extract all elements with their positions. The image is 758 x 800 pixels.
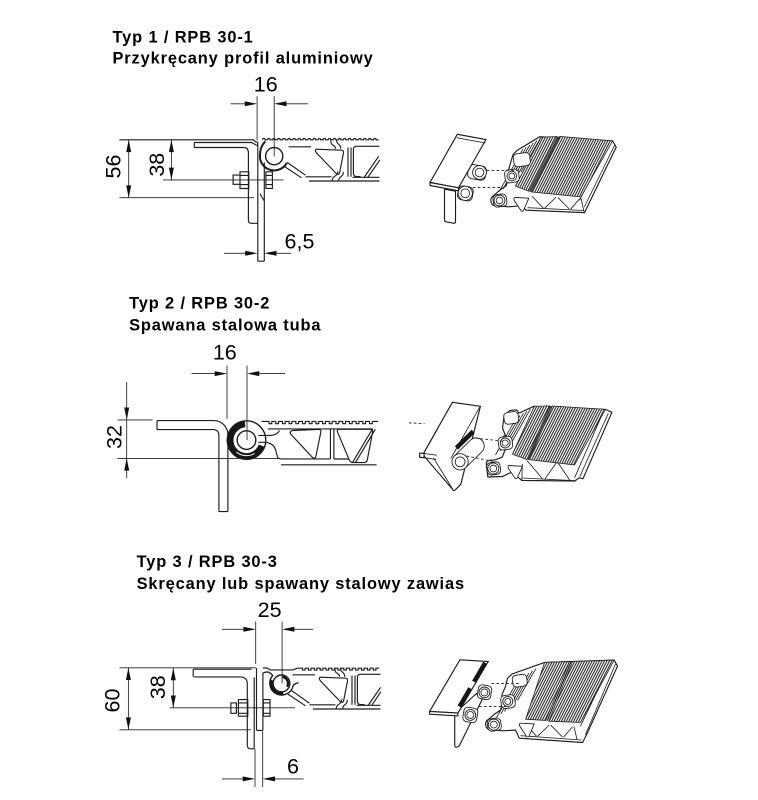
svg-text:Typ 3 / RPB 30-3: Typ 3 / RPB 30-3	[137, 553, 278, 571]
svg-text:Typ 2 / RPB 30-2: Typ 2 / RPB 30-2	[129, 295, 270, 313]
svg-text:6,5: 6,5	[285, 230, 315, 254]
svg-text:56: 56	[102, 155, 126, 179]
svg-text:32: 32	[103, 425, 127, 449]
svg-text:6: 6	[287, 754, 299, 778]
svg-text:Typ 1 / RPB 30-1: Typ 1 / RPB 30-1	[113, 29, 254, 47]
svg-text:25: 25	[258, 598, 282, 622]
svg-text:Skręcany lub spawany stalowy z: Skręcany lub spawany stalowy zawias	[137, 575, 465, 593]
svg-text:38: 38	[145, 153, 169, 177]
svg-text:Spawana stalowa tuba: Spawana stalowa tuba	[129, 317, 321, 335]
svg-text:Przykręcany profil aluminiowy: Przykręcany profil aluminiowy	[113, 50, 374, 68]
svg-text:38: 38	[146, 675, 170, 699]
svg-text:16: 16	[213, 341, 237, 365]
svg-text:60: 60	[100, 689, 124, 713]
svg-text:16: 16	[254, 73, 278, 97]
